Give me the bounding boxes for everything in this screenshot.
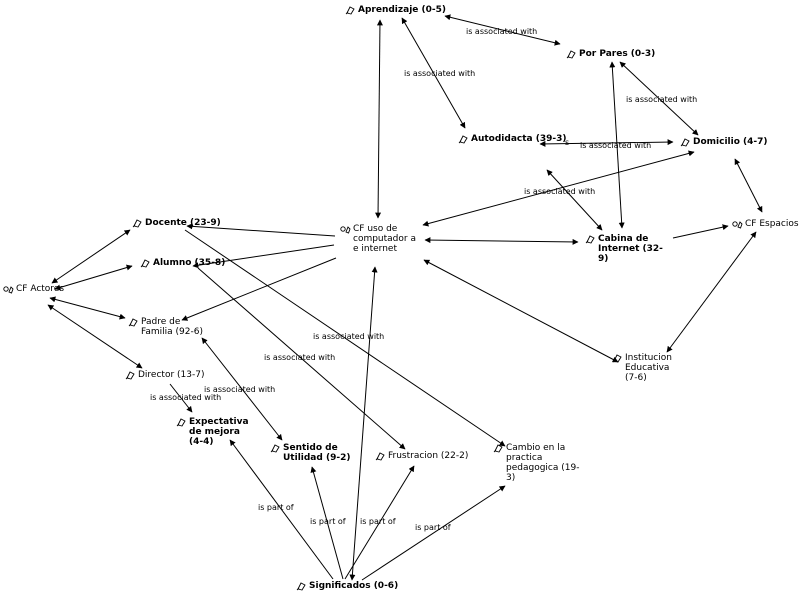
relation-edge[interactable]: [197, 267, 406, 450]
node-expectativa[interactable]: Expectativa de mejora (4-4): [176, 417, 249, 447]
relation-edge[interactable]: [54, 264, 133, 291]
code-icon: [585, 235, 595, 244]
edge-label: is associated with: [626, 95, 697, 104]
relation-edge[interactable]: [401, 17, 466, 129]
node-label: Aprendizaje (0-5): [358, 5, 447, 15]
relation-edge[interactable]: [192, 244, 335, 269]
code-icon: [680, 138, 690, 147]
node-padre[interactable]: Padre de Familia (92-6): [128, 317, 208, 337]
node-domicilio[interactable]: Domicilio (4-7): [680, 137, 768, 147]
relation-edge[interactable]: [181, 257, 337, 321]
relation-edge[interactable]: [423, 259, 619, 363]
node-aprendizaje[interactable]: Aprendizaje (0-5): [345, 5, 446, 15]
relation-edge[interactable]: [349, 266, 378, 581]
relation-edge[interactable]: [539, 139, 674, 147]
code-icon: [345, 6, 355, 15]
node-label: Por Pares (0-3): [579, 49, 656, 59]
edge-label: is part of: [415, 523, 451, 532]
node-label: Cambio en la practica pedagogica (19-3): [506, 443, 580, 483]
relation-edge[interactable]: [184, 229, 506, 447]
relation-edge[interactable]: [169, 383, 193, 413]
code-icon: [128, 318, 138, 327]
edge-label: is associated with: [204, 385, 275, 394]
code-icon: [140, 259, 150, 268]
edge-label: is associated with: [524, 187, 595, 196]
code-icon: [566, 50, 576, 59]
relation-edge[interactable]: [344, 465, 415, 580]
relation-edge[interactable]: [734, 158, 763, 213]
node-institucion[interactable]: Institucion Educativa (7-6): [612, 353, 676, 383]
code-icon: [125, 371, 135, 380]
node-label: CF uso de computador a e internet: [353, 224, 416, 254]
relation-edge[interactable]: [424, 237, 579, 245]
edge-label: is associated with: [404, 69, 475, 78]
node-label: Padre de Familia (92-6): [141, 317, 203, 337]
node-significados[interactable]: Significados (0-6): [296, 581, 398, 591]
relation-edge[interactable]: [229, 439, 334, 580]
node-label: Frustracion (22-2): [388, 451, 469, 461]
edge-label: is associated with: [264, 353, 335, 362]
family-icon: [340, 226, 351, 234]
relation-edge[interactable]: [375, 19, 383, 219]
edge-label: is part of: [310, 517, 346, 526]
node-cambio[interactable]: Cambio en la practica pedagogica (19-3): [493, 443, 585, 483]
node-director[interactable]: Director (13-7): [125, 370, 204, 380]
node-cabina[interactable]: Cabina de Internet (32-9): [585, 234, 670, 264]
code-icon: [612, 354, 622, 363]
edge-label: is associated with: [150, 393, 221, 402]
code-icon: [458, 135, 468, 144]
family-icon: [3, 286, 14, 294]
node-sentido[interactable]: Sentido de Utilidad (9-2): [270, 443, 352, 463]
relation-edge[interactable]: [361, 485, 506, 581]
node-label: CF Actores: [16, 284, 65, 294]
node-alumno[interactable]: Alumno (35-8): [140, 258, 225, 268]
edge-label: is associated with: [313, 332, 384, 341]
node-cf-actores[interactable]: CF Actores: [3, 284, 64, 294]
node-por-pares[interactable]: Por Pares (0-3): [566, 49, 655, 59]
node-label: Institucion Educativa (7-6): [625, 353, 672, 383]
code-icon: [375, 452, 385, 461]
node-label: Director (13-7): [138, 370, 205, 380]
relation-edge[interactable]: [619, 61, 699, 136]
node-label: Expectativa de mejora (4-4): [189, 417, 249, 447]
family-icon: [732, 221, 743, 229]
node-label: Significados (0-6): [309, 581, 399, 591]
code-icon: [176, 418, 186, 427]
relation-edge[interactable]: [47, 304, 143, 369]
code-icon: [270, 444, 280, 453]
relation-edge[interactable]: [51, 229, 131, 284]
code-icon: [493, 444, 503, 453]
node-frustracion[interactable]: Frustracion (22-2): [375, 451, 468, 461]
node-label: Sentido de Utilidad (9-2): [283, 443, 351, 463]
node-docente[interactable]: Docente (23-9): [132, 218, 221, 228]
relation-edge[interactable]: [186, 223, 336, 237]
node-autodidacta[interactable]: Autodidacta (39-3): [458, 134, 567, 144]
relation-edge[interactable]: [546, 169, 603, 231]
node-label: Cabina de Internet (32-9): [598, 234, 663, 264]
relation-edge[interactable]: [666, 231, 757, 353]
node-cf-espacios[interactable]: CF Espacios: [732, 219, 799, 229]
edge-label: is associated with: [466, 27, 537, 36]
node-label: Docente (23-9): [145, 218, 221, 228]
code-icon: [296, 582, 306, 591]
node-label: Alumno (35-8): [153, 258, 226, 268]
relation-edge[interactable]: [672, 224, 729, 239]
edge-label: is part of: [258, 503, 294, 512]
node-cf-uso[interactable]: CF uso de computador a e internet: [340, 224, 422, 254]
edge-label: is associated with: [580, 141, 651, 150]
node-label: Autodidacta (39-3): [471, 134, 567, 144]
node-label: CF Espacios: [745, 219, 799, 229]
edge-label: is part of: [360, 517, 396, 526]
relation-edge[interactable]: [201, 337, 283, 441]
relation-edge[interactable]: [49, 296, 126, 320]
node-label: Domicilio (4-7): [693, 137, 768, 147]
relation-edge[interactable]: [310, 466, 344, 580]
edge-label: s: [565, 138, 569, 147]
code-icon: [132, 219, 142, 228]
